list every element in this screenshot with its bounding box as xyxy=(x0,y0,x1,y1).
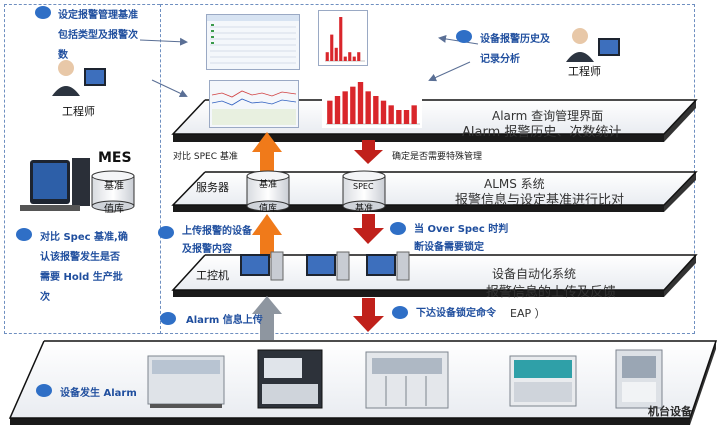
spec-db-label: SPEC xyxy=(353,182,374,191)
alms-subtitle: 报警信息与设定基准进行比对 xyxy=(455,193,625,208)
alarm-count-bar xyxy=(327,100,333,124)
top-alarm-bar xyxy=(325,52,329,61)
engineer-right-icon xyxy=(566,28,620,62)
engineer-left-icon xyxy=(52,60,106,96)
alarm-count-bar xyxy=(357,82,364,124)
confirm-arrow-top xyxy=(354,140,383,164)
setting-note-line-2: 包括类型及报警次 xyxy=(58,30,138,41)
ipc-computer-3 xyxy=(366,251,410,281)
upload-arrow-middle xyxy=(252,214,282,258)
lock-arrow-bottom xyxy=(353,298,384,332)
spec-note-line-1: 对比 Spec 基准,确 xyxy=(40,232,128,243)
upload-equipment-line-1: 上传报警的设备 xyxy=(182,226,252,237)
platform-ipc xyxy=(171,254,698,297)
alarm-count-bar xyxy=(342,91,348,124)
top-alarm-bar xyxy=(348,52,352,61)
top-alarm-bar xyxy=(357,52,361,61)
over-spec-line-1: 当 Over Spec 时判 xyxy=(414,224,509,235)
alms-title: ALMS 系统 xyxy=(484,177,545,191)
confirm-special-label: 确定是否需要特殊管理 xyxy=(392,152,483,162)
automation-title: 设备自动化系统 xyxy=(492,267,577,281)
alarm-count-bar xyxy=(365,91,371,124)
spec-note-line-3: 需要 Hold 生产批 xyxy=(40,272,123,283)
upload-arrow-bottom xyxy=(252,296,282,340)
mes-db-sub: 值库 xyxy=(104,204,124,215)
alarm-count-bar xyxy=(396,110,402,124)
alarm-count-bar xyxy=(403,110,410,124)
top-alarm-bar-chart xyxy=(318,10,368,66)
automation-subtitle: 报警信息的上传及反馈 xyxy=(486,285,617,300)
lock-command-label: 下达设备锁定命令 xyxy=(416,308,496,319)
bullet-over-spec xyxy=(390,222,406,235)
top-alarm-bar xyxy=(339,17,343,61)
mes-db-cylinder xyxy=(91,170,135,212)
top-alarm-bar xyxy=(330,34,334,61)
alarm-count-bar xyxy=(350,86,356,124)
alarm-count-bar-chart xyxy=(322,76,422,128)
system-boundary-frame xyxy=(160,4,695,334)
top-alarm-bar xyxy=(352,56,356,61)
alarm-count-bar xyxy=(380,100,387,124)
equipment-machine-4 xyxy=(509,355,577,407)
engineer-right-label: 工程师 xyxy=(568,65,601,78)
server-label: 服务器 xyxy=(196,181,229,194)
ipc-computer-2 xyxy=(306,251,350,281)
watermark-logo: 机台设备 xyxy=(648,405,692,418)
alarm-upload-label: Alarm 信息上传 xyxy=(186,315,263,326)
bullet-history xyxy=(456,30,472,43)
bullet-upload-equipment xyxy=(158,226,174,239)
equipment-machine-3 xyxy=(365,351,449,409)
equipment-alarm-label: 设备发生 Alarm xyxy=(60,388,137,399)
spec-note-line-4: 次 xyxy=(40,292,50,303)
mes-computer-icon xyxy=(20,158,90,211)
ipc-computer-1 xyxy=(240,251,284,281)
alarm-count-bar xyxy=(411,105,417,124)
alarm-count-bar xyxy=(373,96,379,124)
compare-spec-label: 对比 SPEC 基准 xyxy=(173,152,238,162)
eap-suffix-label: EAP ） xyxy=(510,307,546,320)
mes-db-label: 基准 xyxy=(104,181,124,192)
ipc-label: 工控机 xyxy=(196,269,229,282)
upload-arrow-top xyxy=(252,132,282,174)
spec-db-sub: 基准 xyxy=(355,204,374,214)
connector-setting xyxy=(139,37,188,46)
over-spec-line-2: 断设备需要锁定 xyxy=(414,242,484,253)
upload-equipment-line-2: 及报警内容 xyxy=(182,244,232,255)
platform-equipment xyxy=(8,340,718,425)
baseline-db-sub: 值库 xyxy=(259,204,278,214)
spec-db-cylinder xyxy=(342,170,386,212)
history-note-line-1: 设备报警历史及 xyxy=(480,34,550,45)
connector-analysis xyxy=(428,61,471,82)
equipment-machine-2 xyxy=(257,349,323,409)
platform-alarm-query xyxy=(171,99,698,142)
top-alarm-bar xyxy=(343,56,347,61)
alarm-history-trend-screenshot xyxy=(209,80,299,128)
history-note-line-2: 记录分析 xyxy=(480,54,520,65)
connector-engineer-left xyxy=(151,79,188,98)
bullet-spec xyxy=(16,228,32,241)
alarm-settings-screenshot xyxy=(206,14,300,70)
engineer-left-label: 工程师 xyxy=(62,105,95,118)
alarm-count-bar xyxy=(388,105,394,124)
lock-arrow-middle xyxy=(353,214,384,244)
equipment-machine-5 xyxy=(615,349,663,409)
setting-note-line-3: 数 xyxy=(58,50,68,61)
setting-note-line-1: 设定报警管理基准 xyxy=(58,10,138,21)
mes-title: MES xyxy=(98,150,132,166)
alarm-count-bar xyxy=(334,96,341,124)
bullet-lock-command xyxy=(392,306,408,319)
bullet-alarm-upload xyxy=(160,312,176,325)
baseline-db-cylinder xyxy=(246,170,290,212)
alarm-query-subtitle: Alarm 报警历史、次数统计 xyxy=(462,125,622,140)
platform-alms xyxy=(171,171,698,212)
bullet-setting xyxy=(35,6,51,19)
mes-boundary-frame xyxy=(4,4,160,334)
baseline-db-label: 基准 xyxy=(259,180,278,190)
top-alarm-bar xyxy=(334,47,338,61)
alarm-query-title: Alarm 查询管理界面 xyxy=(492,109,604,123)
bullet-equipment-alarm xyxy=(36,384,52,397)
equipment-machine-1 xyxy=(147,355,225,408)
spec-note-line-2: 认该报警发生是否 xyxy=(40,252,120,263)
